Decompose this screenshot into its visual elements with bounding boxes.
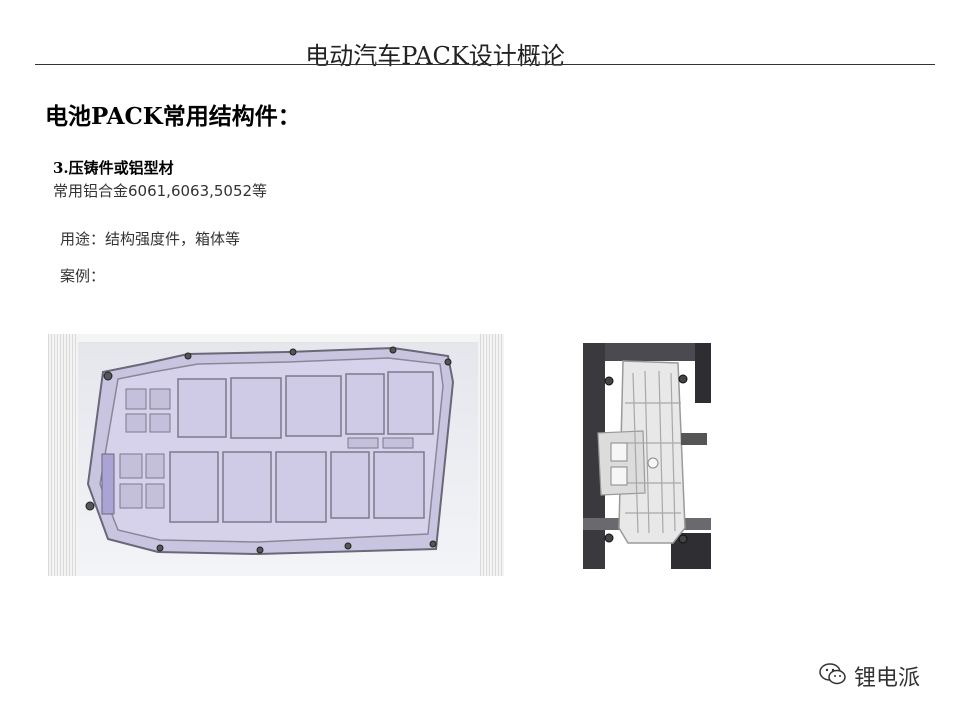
alloy-description: 常用铝合金6061,6063,5052等	[53, 182, 268, 200]
subsection-title: 3.压铸件或铝型材	[53, 159, 174, 177]
watermark: 锂电派	[818, 660, 920, 692]
examples-label: 案例：	[60, 267, 106, 285]
header-divider	[35, 64, 935, 65]
wechat-icon	[818, 661, 848, 691]
page-header-title: 电动汽车PACK设计概论	[305, 42, 565, 70]
watermark-text: 锂电派	[854, 666, 921, 691]
bracket-image	[583, 343, 711, 569]
usage-description: 用途：结构强度件，箱体等	[60, 230, 241, 248]
section-title: 电池PACK常用结构件：	[45, 103, 301, 130]
battery-tray-image	[48, 334, 504, 576]
